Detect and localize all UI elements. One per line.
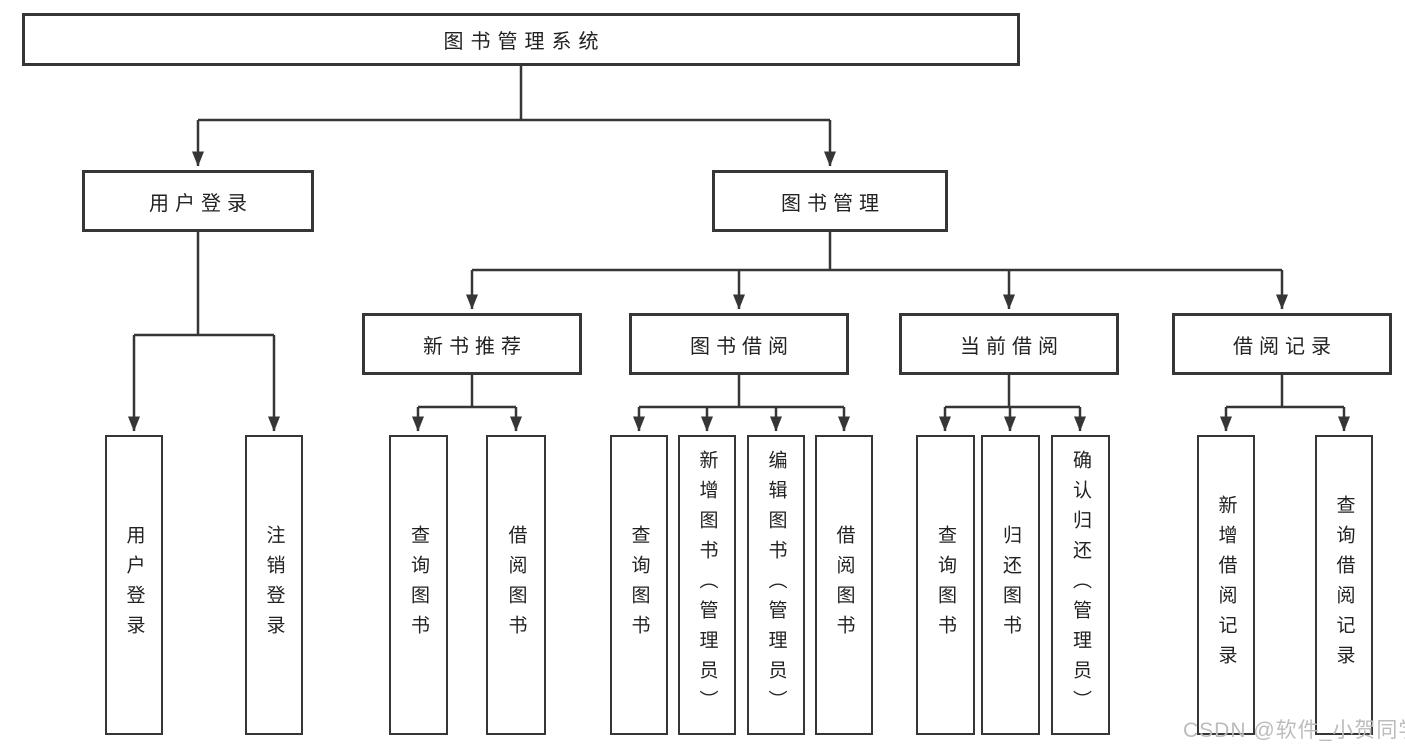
node-root-system: 图书管理系统 (22, 13, 1020, 66)
node-book-management: 图书管理 (712, 170, 948, 232)
leaf-records-add-record: 新增借阅记录 (1197, 435, 1255, 735)
leaf-records-query-record: 查询借阅记录 (1315, 435, 1373, 735)
leaf-recommend-query-books: 查询图书 (389, 435, 448, 735)
leaf-borrowing-add-books-admin: 新增图书（管理员） (678, 435, 736, 735)
leaf-logout: 注销登录 (245, 435, 303, 735)
node-book-borrowing: 图书借阅 (629, 313, 849, 375)
leaf-borrowing-edit-books-admin: 编辑图书（管理员） (747, 435, 805, 735)
leaf-current-query-books: 查询图书 (916, 435, 975, 735)
node-user-login: 用户登录 (82, 170, 314, 232)
leaf-user-login: 用户登录 (105, 435, 163, 735)
leaf-recommend-borrow-books: 借阅图书 (486, 435, 546, 735)
leaf-borrowing-query-books: 查询图书 (610, 435, 668, 735)
csdn-watermark: CSDN @软件_小贺同学 (1183, 719, 1405, 742)
node-borrowing-records: 借阅记录 (1172, 313, 1392, 375)
leaf-current-confirm-return-admin: 确认归还（管理员） (1051, 435, 1110, 735)
node-current-borrowing: 当前借阅 (899, 313, 1119, 375)
leaf-current-return-books: 归还图书 (981, 435, 1040, 735)
leaf-borrowing-borrow-books: 借阅图书 (815, 435, 873, 735)
node-new-book-recommend: 新书推荐 (362, 313, 582, 375)
